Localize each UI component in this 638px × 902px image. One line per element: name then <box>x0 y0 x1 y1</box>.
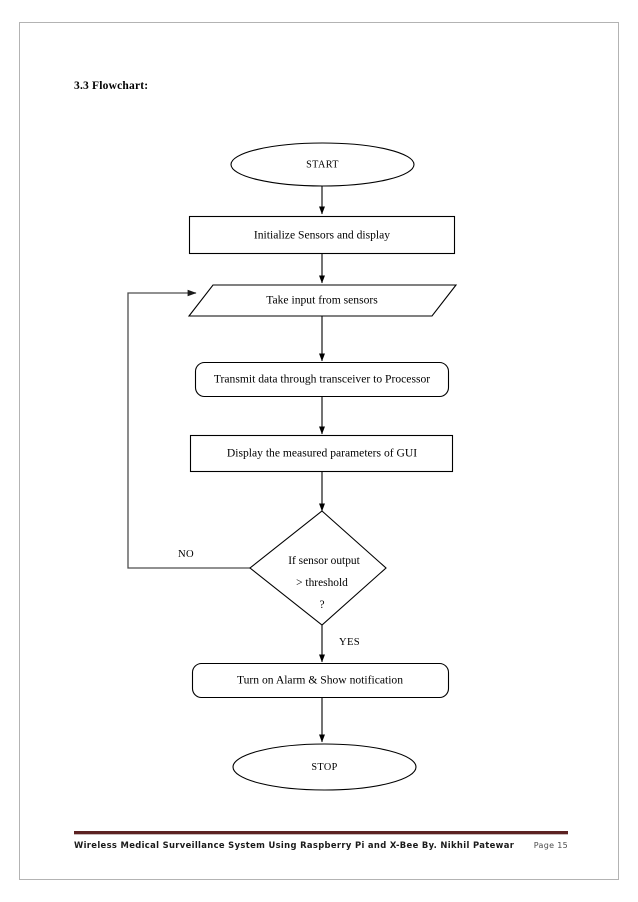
footer-divider-shadow <box>74 834 568 835</box>
node-take-input <box>187 284 458 317</box>
node-start-label: START <box>306 159 339 170</box>
node-decision-label-line2: > threshold <box>296 577 348 589</box>
node-alarm-label: Turn on Alarm & Show notification <box>237 674 403 687</box>
node-alarm <box>191 662 450 699</box>
section-heading: 3.3 Flowchart: <box>74 80 149 92</box>
node-initialize-label: Initialize Sensors and display <box>254 229 390 242</box>
node-transmit <box>194 361 450 398</box>
edge-label-no: NO <box>178 549 194 560</box>
footer-divider <box>74 831 568 834</box>
footer-page-number: Page 15 <box>533 841 568 850</box>
node-initialize <box>188 215 456 255</box>
node-decision <box>249 510 387 626</box>
node-transmit-label: Transmit data through transceiver to Pro… <box>214 373 430 386</box>
node-decision-label-line3: ? <box>319 599 324 611</box>
node-decision-label-line1: If sensor output <box>288 555 360 567</box>
node-start <box>230 142 415 187</box>
node-display <box>189 434 454 473</box>
node-stop-label: STOP <box>311 762 337 773</box>
edge-label-yes: YES <box>339 637 360 648</box>
node-display-label: Display the measured parameters of GUI <box>227 447 417 460</box>
edge-decision-no-feedback-loop <box>127 289 250 569</box>
footer-title: Wireless Medical Surveillance System Usi… <box>74 840 515 850</box>
node-take-input-label: Take input from sensors <box>266 294 378 307</box>
node-stop <box>232 743 417 791</box>
